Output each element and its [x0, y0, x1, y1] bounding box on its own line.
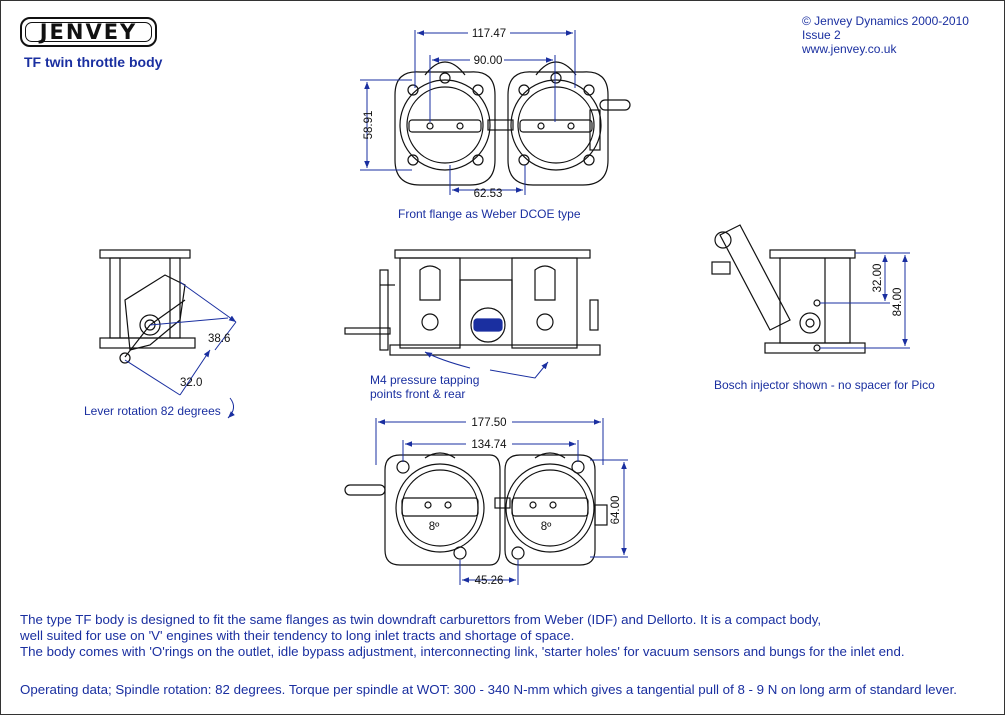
pressure-tapping-caption-1: M4 pressure tapping — [370, 373, 480, 387]
dim-front-bolt: 62.53 — [474, 188, 503, 200]
description-line: The body comes with 'O'rings on the outl… — [20, 644, 905, 659]
dim-front-centres: 90.00 — [474, 55, 503, 67]
front-flange-right — [507, 61, 609, 186]
drawing-subtitle: TF twin throttle body — [24, 54, 163, 70]
angle-label-right: 8º — [541, 521, 552, 533]
dim-injector-short: 32.00 — [872, 264, 884, 293]
dim-outlet-height: 64.00 — [610, 496, 622, 525]
injector-body — [711, 224, 866, 354]
front-flange-caption: Front flange as Weber DCOE type — [398, 207, 581, 221]
dim-injector-long: 84.00 — [892, 288, 904, 317]
outlet-view — [344, 418, 628, 585]
outlet-flange-right — [504, 452, 596, 566]
description-line: The type TF body is designed to fit the … — [20, 612, 822, 627]
dim-front-height: 58.91 — [363, 111, 375, 140]
front-flange-left — [394, 61, 496, 186]
tapping-leader — [424, 351, 549, 379]
outlet-flange-left — [384, 452, 501, 566]
logo-text: JENVEY — [39, 20, 138, 44]
pressure-tapping-caption-2: points front & rear — [370, 387, 466, 401]
dim-outlet-centres: 134.74 — [471, 439, 507, 451]
dim-front-overall: 117.47 — [472, 28, 506, 40]
copyright-block: © Jenvey Dynamics 2000-2010 Issue 2 www.… — [802, 14, 969, 56]
description-line: well suited for use on 'V' engines with … — [20, 628, 575, 643]
front-dimension-lines — [360, 30, 576, 195]
dim-lever-long: 38.6 — [208, 333, 230, 345]
outlet-spindle — [344, 484, 608, 526]
injector-caption: Bosch injector shown - no spacer for Pic… — [714, 378, 935, 392]
issue-line: Issue 2 — [802, 28, 841, 42]
injector-dimension-lines — [820, 252, 910, 349]
side-dimension-lines — [124, 281, 237, 419]
front-view — [360, 30, 631, 195]
lever-rotation-caption: Lever rotation 82 degrees — [84, 404, 221, 418]
side-body — [99, 249, 196, 364]
injector-side-view — [711, 224, 910, 354]
dim-outlet-bolt: 45.26 — [475, 575, 504, 587]
website-line: www.jenvey.co.uk — [802, 42, 897, 56]
jenvey-logo: JENVEY — [20, 17, 157, 47]
front-spindle — [487, 99, 631, 151]
lever-side-view — [99, 249, 237, 419]
angle-label-left: 8º — [429, 521, 440, 533]
dim-lever-short: 32.0 — [180, 377, 202, 389]
centre-side-view — [344, 249, 601, 379]
dimension-labels: 117.47 90.00 58.91 62.53 38.6 32.0 32.00… — [180, 26, 904, 587]
description-block: The type TF body is designed to fit the … — [20, 612, 905, 660]
centre-body — [344, 249, 601, 356]
operating-data: Operating data; Spindle rotation: 82 deg… — [20, 682, 957, 697]
copyright-line: © Jenvey Dynamics 2000-2010 — [802, 14, 969, 28]
dim-outlet-overall: 177.50 — [471, 417, 506, 429]
